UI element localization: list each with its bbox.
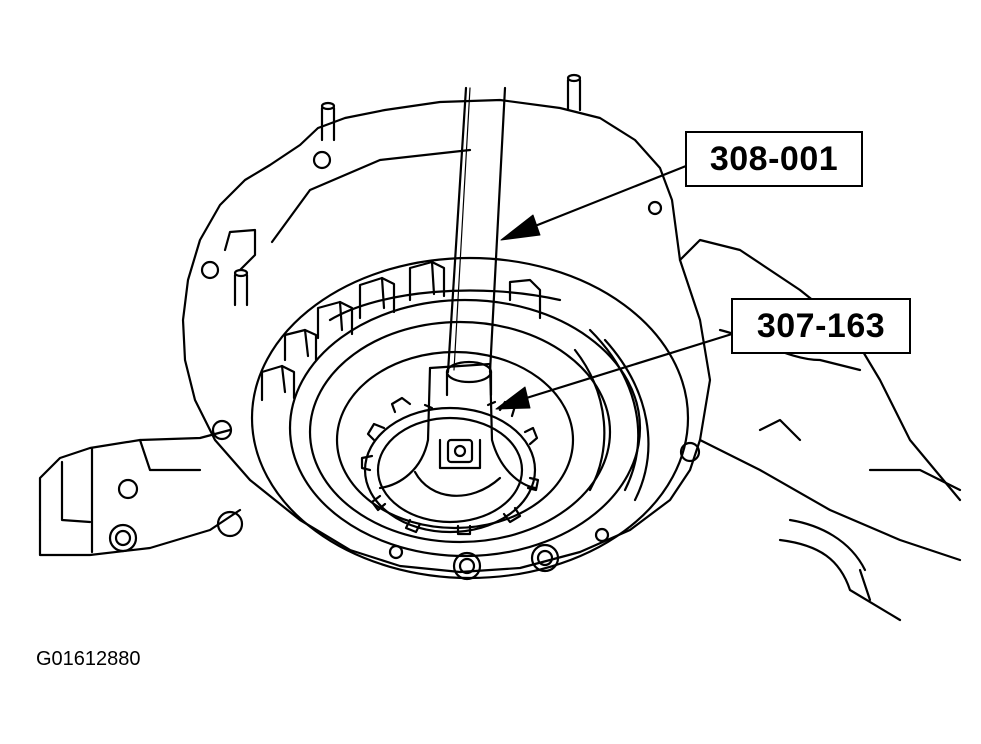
snap-ring [362,398,538,534]
callout-label-307-163: 307-163 [731,298,911,354]
arrow-head-307-163 [496,387,530,409]
transmission-case-right [680,240,960,620]
leader-lines [520,166,732,400]
housing-flange [183,100,710,579]
transmission-case-left [40,430,242,555]
tool-308-001 [447,88,505,395]
tool-307-163 [380,364,535,496]
drum-teeth [262,262,540,400]
bore-rings [252,258,688,578]
arrow-head-308-001 [501,215,540,240]
studs [235,75,580,305]
callout-label-308-001: 308-001 [685,131,863,187]
figure-id: G01612880 [36,648,141,670]
